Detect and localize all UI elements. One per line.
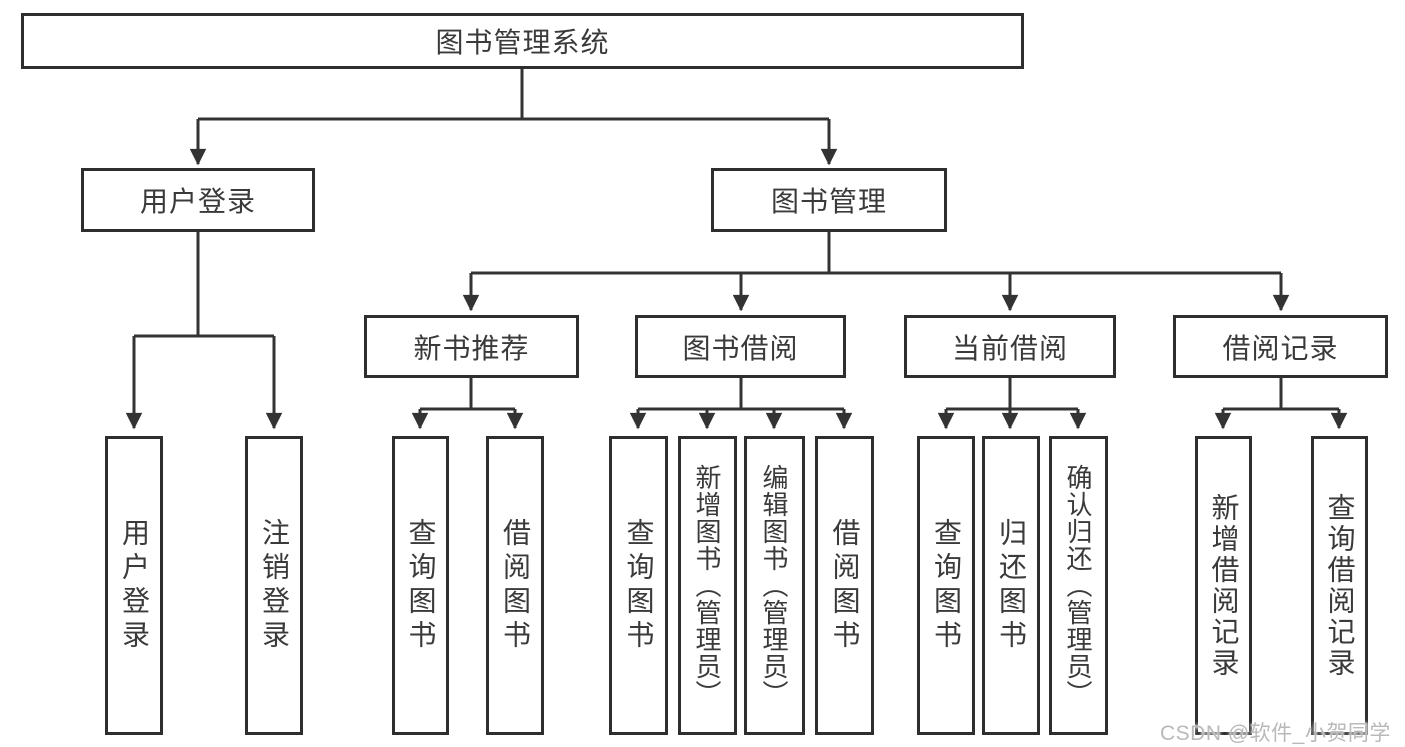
leaf-user-login: 用户登录 [105, 436, 163, 735]
leaf-borrow-add-books-admin: 新增图书（管理员） [678, 436, 737, 735]
branch-book-management: 图书管理 [711, 168, 947, 232]
leaf-records-query-record: 查询借阅记录 [1311, 436, 1368, 735]
root-node: 图书管理系统 [21, 13, 1024, 69]
leaf-current-confirm-return-admin: 确认归还（管理员） [1049, 436, 1108, 735]
leaf-newbook-borrow-books: 借阅图书 [486, 436, 544, 735]
branch-user-login: 用户登录 [81, 168, 315, 232]
branch-new-book-recommend: 新书推荐 [364, 315, 579, 378]
connector-bus-paths [134, 69, 1339, 411]
leaf-newbook-query-books: 查询图书 [392, 436, 449, 735]
leaf-logout: 注销登录 [245, 436, 303, 735]
leaf-records-add-record: 新增借阅记录 [1195, 436, 1252, 735]
branch-current-borrow: 当前借阅 [904, 315, 1116, 378]
leaf-current-return-books: 归还图书 [982, 436, 1040, 735]
leaf-borrow-query-books: 查询图书 [609, 436, 668, 735]
leaf-borrow-edit-books-admin: 编辑图书（管理员） [744, 436, 805, 735]
leaf-current-query-books: 查询图书 [917, 436, 975, 735]
branch-borrow-records: 借阅记录 [1173, 315, 1388, 378]
branch-book-borrow: 图书借阅 [635, 315, 846, 378]
csdn-watermark: CSDN @软件_小贺同学 [1160, 722, 1391, 745]
leaf-borrow-borrow-books: 借阅图书 [815, 436, 874, 735]
